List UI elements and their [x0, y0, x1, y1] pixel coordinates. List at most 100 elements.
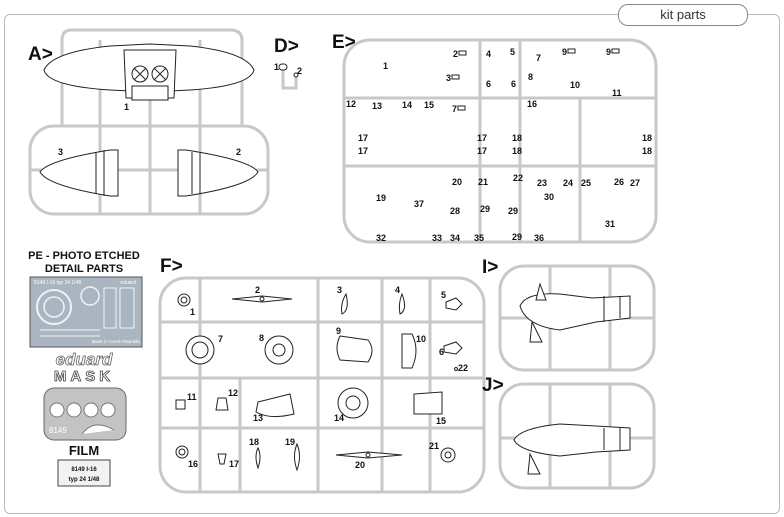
- pe-fret-brand: eduard: [120, 280, 136, 286]
- part-f18-label: 18: [249, 437, 259, 447]
- part-e16-label: 16: [527, 99, 537, 109]
- part-a1-wing: 1: [43, 43, 255, 112]
- part-f11: [175, 399, 186, 410]
- part-e7-label: 7: [452, 104, 457, 114]
- part-f17-label: 17: [229, 459, 239, 469]
- part-e9-shape: [567, 48, 576, 54]
- film-sheet: [57, 459, 111, 487]
- part-f4-label: 4: [395, 285, 400, 295]
- part-e28-label: 28: [450, 206, 460, 216]
- part-f9-cowl: [336, 335, 373, 363]
- sprue-d-label: D>: [274, 36, 299, 57]
- part-e24-label: 24: [563, 178, 573, 188]
- part-e18-label: 18: [512, 146, 522, 156]
- part-e1-label: 1: [383, 61, 388, 71]
- part-f5-label: 5: [441, 290, 446, 300]
- pe-fret: [29, 276, 143, 348]
- sprue-j-label: J>: [482, 375, 504, 396]
- part-d1-label: 1: [274, 62, 279, 72]
- part-f8-label: 8: [259, 333, 264, 343]
- part-f10-label: 10: [416, 334, 426, 344]
- part-e29-label: 29: [512, 232, 522, 242]
- part-f17: [217, 453, 227, 465]
- sprue-a-label: A>: [28, 44, 53, 65]
- sprue-a: A> 1 3: [28, 28, 270, 216]
- film-text-2: typ 24 1/48: [69, 477, 100, 483]
- part-e4-label: 4: [486, 49, 491, 59]
- part-d1: [278, 63, 288, 71]
- part-e11-label: 11: [612, 88, 622, 98]
- part-e23-label: 23: [537, 178, 547, 188]
- part-e17-label: 17: [477, 146, 487, 156]
- part-f3: [341, 292, 348, 315]
- part-a3-wing-left: 3: [39, 147, 119, 197]
- part-f13-canopy: [255, 393, 295, 418]
- sprue-f-frame: [158, 276, 486, 494]
- part-e37-label: 37: [414, 199, 424, 209]
- part-e31-label: 31: [605, 219, 615, 229]
- part-f2-label: 2: [255, 285, 260, 295]
- part-f20-label: 20: [355, 460, 365, 470]
- sprue-j-frame: [498, 382, 656, 490]
- part-f19-label: 19: [285, 437, 295, 447]
- sprue-e-label: E>: [332, 32, 356, 53]
- part-e17-label: 17: [477, 133, 487, 143]
- part-e32-label: 32: [376, 233, 386, 243]
- part-e15-label: 15: [424, 100, 434, 110]
- part-f7-label: 7: [218, 334, 223, 344]
- eduard-logo: eduard: [56, 350, 113, 369]
- part-f12: [215, 397, 229, 411]
- part-f19: [294, 442, 300, 472]
- part-f11-label: 11: [187, 392, 197, 402]
- part-e29-label: 29: [480, 204, 490, 214]
- sprue-i: I>: [482, 257, 656, 372]
- part-f21-label: 21: [429, 441, 439, 451]
- sprue-a-top: [60, 28, 244, 41]
- sprue-j: J>: [482, 375, 656, 490]
- part-f1: [177, 293, 191, 307]
- part-e14-label: 14: [402, 100, 412, 110]
- part-f15: [413, 391, 443, 415]
- sprue-d: D> 1 2: [274, 36, 302, 90]
- part-d2: [293, 72, 299, 78]
- part-f6: [443, 341, 463, 355]
- part-d2-label: 2: [297, 66, 302, 76]
- part-e29-label: 29: [508, 206, 518, 216]
- part-f6-label: 6: [439, 347, 444, 357]
- part-f12-label: 12: [228, 388, 238, 398]
- part-e6-label: 6: [486, 79, 491, 89]
- sprue-i-label: I>: [482, 257, 498, 278]
- part-e17-label: 17: [358, 133, 368, 143]
- pe-title-2: DETAIL PARTS: [45, 263, 123, 275]
- pe-fret-small: Made in Czech Republic: [92, 339, 142, 344]
- part-a1-label: 1: [124, 102, 129, 112]
- page-frame: [4, 14, 780, 514]
- part-f5: [445, 297, 463, 311]
- part-f18: [255, 446, 261, 470]
- part-f13-label: 13: [253, 413, 263, 423]
- part-e17-label: 17: [358, 146, 368, 156]
- part-e21-label: 21: [478, 177, 488, 187]
- part-f1-label: 1: [190, 307, 195, 317]
- part-e20-label: 20: [452, 177, 462, 187]
- kit-parts-tab[interactable]: kit parts: [618, 4, 748, 26]
- part-e2-label: 2: [453, 49, 458, 59]
- part-e13-label: 13: [372, 101, 382, 111]
- part-e33-label: 33: [432, 233, 442, 243]
- part-e30-label: 30: [544, 192, 554, 202]
- part-e3-label: 3: [446, 73, 451, 83]
- part-f16-label: 16: [188, 459, 198, 469]
- mask-code: 8149: [49, 426, 67, 435]
- part-e26-label: 26: [614, 177, 624, 187]
- part-f21: [440, 447, 456, 463]
- photo-etched-section: PE - PHOTO ETCHED DETAIL PARTS 8149 I-16…: [28, 250, 143, 348]
- part-f2-propeller: [231, 295, 293, 303]
- part-e2-shape: [458, 50, 467, 56]
- part-e18-label: 18: [642, 133, 652, 143]
- part-e36-label: 36: [534, 233, 544, 243]
- pe-title-1: PE - PHOTO ETCHED: [28, 250, 140, 262]
- part-e7-label: 7: [536, 53, 541, 63]
- part-a2-label: 2: [236, 147, 241, 157]
